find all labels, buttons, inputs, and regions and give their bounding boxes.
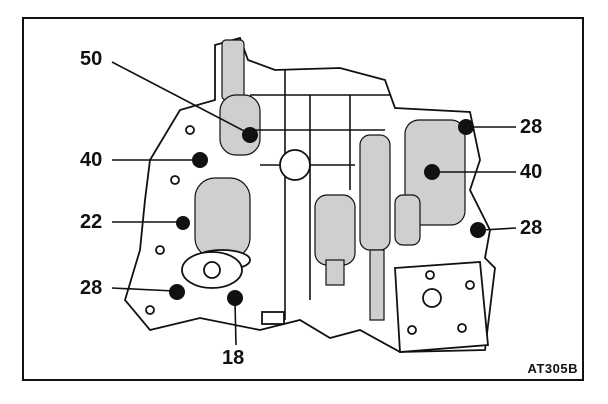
callout-torque-50: 50 xyxy=(80,48,103,70)
bracket-hole xyxy=(155,245,165,255)
bolt-28-bottom-right xyxy=(470,222,486,238)
upper-tube xyxy=(221,39,245,101)
bolt-28-left xyxy=(169,284,185,300)
bolt-50 xyxy=(242,127,258,143)
callout-torque-40-right: 40 xyxy=(520,161,543,183)
bolt-40-right xyxy=(424,164,440,180)
plate-hole xyxy=(457,323,467,333)
leader-50 xyxy=(111,61,249,134)
callout-torque-22: 22 xyxy=(80,211,103,233)
callout-torque-28-bottom-right: 28 xyxy=(520,217,543,239)
callout-torque-28-left: 28 xyxy=(80,277,103,299)
right-spool xyxy=(359,134,391,251)
diagram-frame xyxy=(22,17,584,381)
plate-hole xyxy=(465,280,475,290)
left-cylinder xyxy=(194,177,251,259)
callout-torque-18: 18 xyxy=(222,347,245,369)
plate-hole xyxy=(422,288,442,308)
bracket-hole xyxy=(170,175,180,185)
upper-cylinder xyxy=(219,94,261,156)
plate-hole xyxy=(425,270,435,280)
callout-torque-40-left: 40 xyxy=(80,149,103,171)
callout-torque-28-top-right: 28 xyxy=(520,116,543,138)
bolt-40-left xyxy=(192,152,208,168)
leader-28-bottom-right xyxy=(481,227,517,231)
right-plate xyxy=(394,261,489,353)
bolt-28-top-right xyxy=(458,119,474,135)
leader-28-left xyxy=(111,287,175,292)
leader-18 xyxy=(234,301,237,346)
bottom-slot xyxy=(261,311,285,325)
center-spool xyxy=(314,194,356,266)
bracket-hole xyxy=(185,125,195,135)
lower-left-boss-hole xyxy=(203,261,221,279)
right-pin xyxy=(369,249,385,321)
bolt-22 xyxy=(176,216,190,230)
right-spool-2 xyxy=(394,194,421,246)
figure-code: AT305B xyxy=(527,361,578,376)
bracket-hole xyxy=(145,305,155,315)
center-spool-shaft xyxy=(325,259,345,286)
plate-hole xyxy=(407,325,417,335)
round-cap xyxy=(279,149,311,181)
bolt-18 xyxy=(227,290,243,306)
